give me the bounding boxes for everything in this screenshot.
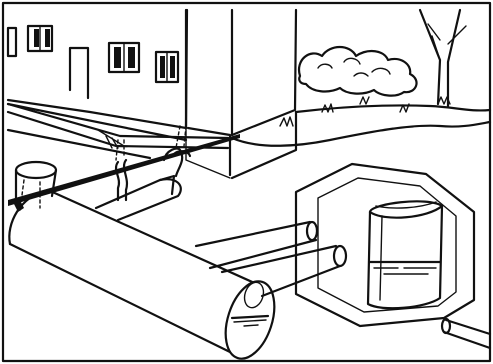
standpipe-inlet	[14, 160, 58, 212]
rain-gutter	[6, 102, 230, 150]
window	[107, 41, 141, 74]
rain-streaks	[115, 125, 187, 161]
horizontal-storage-tank	[8, 178, 276, 360]
window	[154, 50, 180, 84]
barrel-pit	[294, 162, 476, 328]
outflow-pipe	[440, 317, 492, 350]
overflow-pipes	[194, 220, 348, 298]
house-door	[68, 46, 90, 100]
lawn-edge	[230, 120, 492, 147]
gutter-rail	[8, 134, 240, 206]
downpipes	[114, 147, 192, 202]
house	[6, 8, 298, 180]
ground-line	[294, 104, 492, 114]
house-windows	[6, 24, 180, 84]
buried-water-barrel	[366, 200, 444, 310]
window	[26, 24, 54, 53]
tree	[418, 8, 467, 108]
garden-bushes	[279, 45, 451, 127]
window	[6, 26, 18, 58]
